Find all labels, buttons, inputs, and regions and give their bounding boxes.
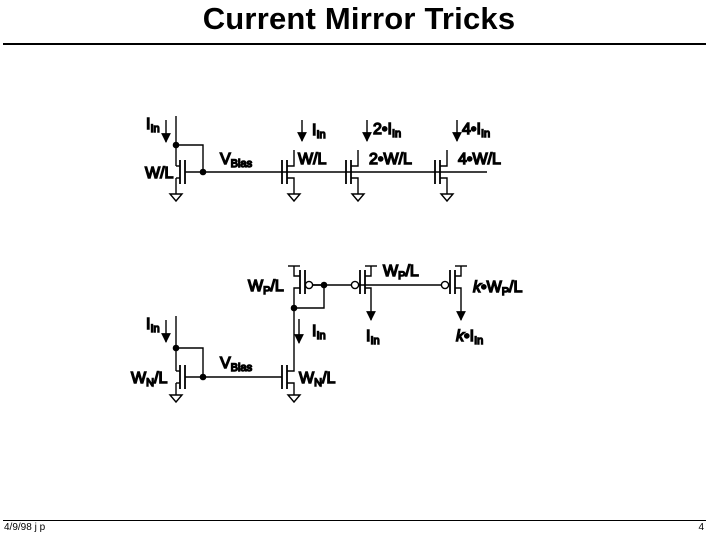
footer-date: 4/9/98 j p [4, 522, 46, 533]
footer-divider [3, 520, 706, 521]
pmos-out1-current-label: IIn [366, 328, 380, 347]
pmos-diode-node [290, 304, 298, 312]
bottom-ref-size-label: WN/L [131, 370, 168, 389]
bottom-diode-wire [176, 347, 204, 377]
bottom-ref-current-label: IIn [146, 316, 160, 335]
top-out2-current-label: 2•IIn [373, 121, 401, 140]
top-out-transistor-2 [345, 150, 366, 203]
page-title: Current Mirror Tricks [202, 1, 516, 36]
top-diode-wire [176, 144, 204, 172]
top-diode-node [172, 141, 180, 149]
pmos-ref-transistor [288, 265, 314, 308]
top-vbias-label: VBias [220, 151, 253, 170]
pmos-ref-size-label: WP/L [248, 278, 284, 297]
top-out-transistor-3 [434, 150, 455, 203]
bottom-out-nmos-transistor [281, 308, 302, 404]
top-out1-current-label: IIn [312, 122, 326, 141]
pmos-out2-size-label: k•WP/L [473, 279, 522, 298]
bottom-out-size-label: WN/L [299, 370, 336, 389]
bottom-vbias-label: VBias [220, 355, 253, 374]
top-bias-node [199, 168, 207, 176]
pmos-out-transistor-1 [350, 265, 377, 296]
bottom-mirror: WP/L WP/L k•WP/L IIn IIn IIn k•IIn WN/L … [130, 262, 523, 404]
top-out-transistor-1 [281, 150, 302, 203]
bottom-ref-nmos-transistor [168, 365, 186, 404]
bottom-nmos-bias-node [199, 373, 207, 381]
top-out3-size-label: 4•W/L [458, 151, 501, 168]
top-out3-current-label: 4•IIn [462, 121, 490, 140]
bottom-out-current-label: IIn [312, 323, 326, 342]
top-ref-size-label: W/L [145, 165, 174, 182]
pmos-out1-size-label: WP/L [383, 263, 419, 282]
pmos-out2-current-label: k•IIn [456, 328, 483, 347]
top-mirror: IIn W/L VBias IIn W/L 2•IIn 2•W/L 4•IIn … [144, 115, 502, 203]
pmos-out-transistor-2 [440, 265, 467, 296]
top-out2-size-label: 2•W/L [369, 151, 412, 168]
top-ref-current-label: IIn [146, 116, 160, 135]
title-divider [3, 43, 706, 45]
page-number: 4 [698, 522, 704, 533]
bottom-diode-node [172, 344, 180, 352]
pmos-gate-node [320, 281, 328, 289]
top-out1-size-label: W/L [298, 151, 327, 168]
